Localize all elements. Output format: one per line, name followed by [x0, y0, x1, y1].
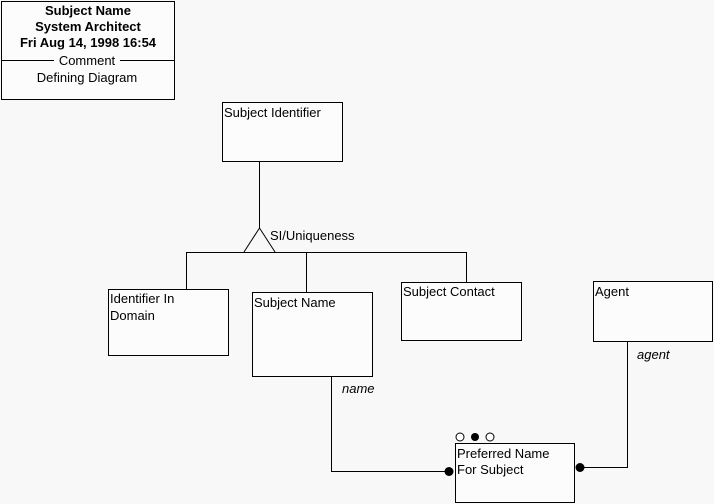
header-title: Subject Name: [45, 3, 131, 18]
entity-agent[interactable]: Agent: [593, 281, 713, 342]
entity-subject-contact[interactable]: Subject Contact: [401, 282, 522, 341]
header-date: Fri Aug 14, 1998 16:54: [20, 35, 157, 50]
entity-label: Subject Identifier: [224, 105, 322, 120]
header-author: System Architect: [35, 19, 141, 34]
entity-label: Preferred Name: [457, 446, 549, 461]
comment-label: Comment: [59, 53, 116, 68]
header-box: Subject Name System Architect Fri Aug 14…: [1, 1, 175, 100]
entity-subject-name[interactable]: Subject Name: [252, 292, 373, 377]
entity-label: Subject Contact: [403, 284, 495, 299]
entity-identifier-in-domain[interactable]: Identifier In Domain: [108, 289, 229, 356]
entity-label: Identifier In: [110, 291, 174, 306]
entity-subject-identifier[interactable]: Subject Identifier: [222, 102, 343, 162]
entity-label: Domain: [110, 308, 155, 323]
entity-label: For Subject: [457, 462, 524, 477]
entity-label: Agent: [595, 284, 629, 299]
comment-text: Defining Diagram: [37, 70, 137, 85]
agent-role-label: agent: [637, 347, 671, 362]
entity-preferred-name-for-subject[interactable]: Preferred Name For Subject: [455, 443, 575, 503]
name-role-label: name: [342, 381, 375, 396]
entity-label: Subject Name: [254, 295, 336, 310]
subtype-label: SI/Uniqueness: [270, 228, 355, 243]
connectors: [186, 161, 628, 476]
